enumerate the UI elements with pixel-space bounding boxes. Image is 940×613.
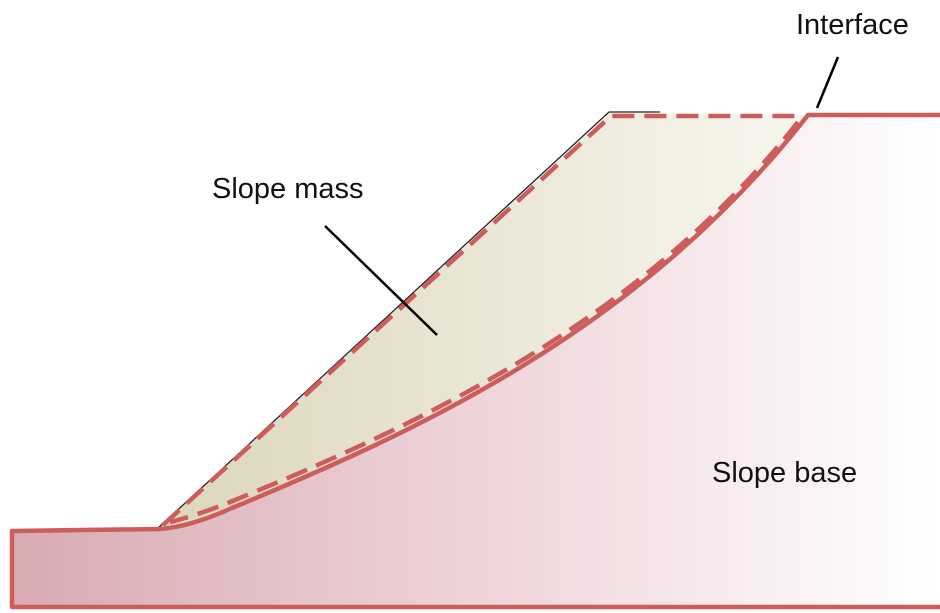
interface-leader-line [815, 56, 840, 109]
slope-mass-label: Slope mass [212, 173, 364, 205]
slope-base-region [12, 115, 940, 607]
slope-mass-region [160, 113, 808, 527]
slope-mass-dashed-outline [161, 113, 800, 527]
slope-base-label: Slope base [712, 457, 858, 489]
slip-surface-dashed [169, 120, 800, 525]
interface-line [9, 112, 940, 610]
slope-mass-leader-line [324, 225, 438, 336]
interface-label: Interface [796, 9, 909, 41]
